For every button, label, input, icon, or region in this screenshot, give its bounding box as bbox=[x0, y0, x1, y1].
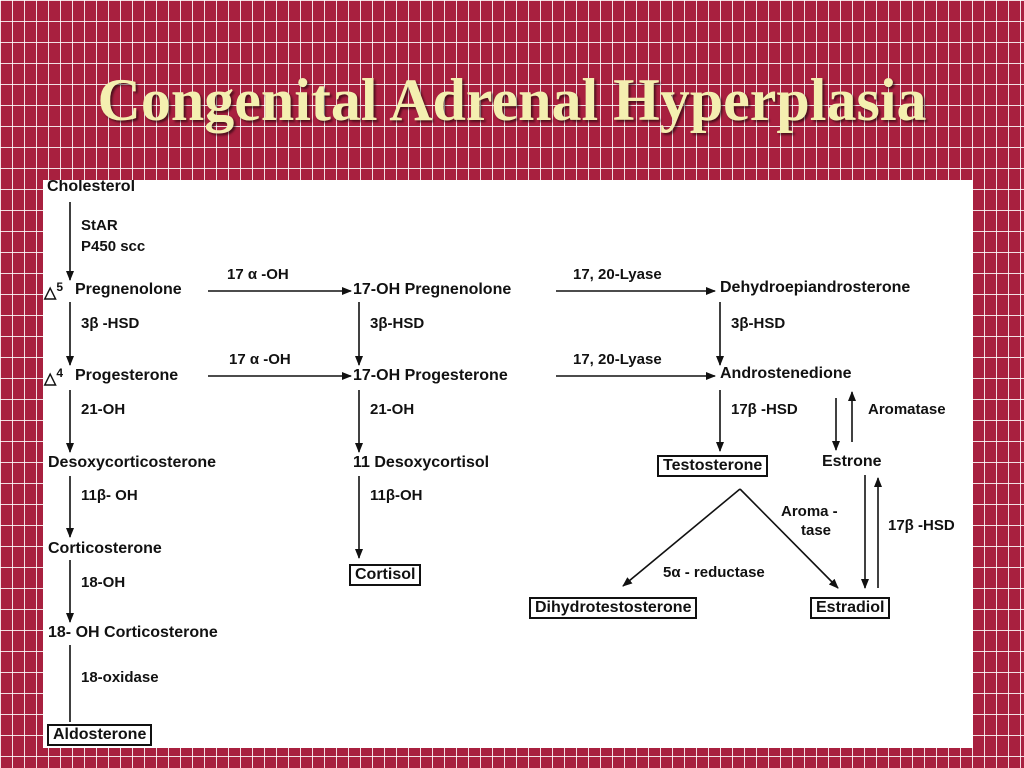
delta4-superscript: 4 bbox=[56, 366, 63, 380]
enzyme-3b-hsd-right: 3β-HSD bbox=[731, 315, 786, 332]
arrow-testosterone-to-estradiol bbox=[739, 488, 839, 589]
compound-18-oh-corticosterone: 18- OH Corticosterone bbox=[48, 624, 218, 641]
enzyme-5a-reductase: 5α - reductase bbox=[663, 564, 765, 581]
delta5-superscript: 5 bbox=[56, 280, 63, 294]
compound-corticosterone: Corticosterone bbox=[48, 540, 162, 557]
compound-progesterone: Progesterone bbox=[75, 367, 179, 384]
enzyme-3b-hsd-left: 3β -HSD bbox=[81, 315, 140, 332]
enzyme-21-oh-left: 21-OH bbox=[81, 401, 126, 418]
enzyme-17-20-lyase-top: 17, 20-Lyase bbox=[573, 266, 662, 283]
enzyme-17-20-lyase-mid: 17, 20-Lyase bbox=[573, 351, 662, 368]
compound-estradiol: Estradiol bbox=[810, 597, 891, 619]
delta4-prefix: △4 bbox=[44, 364, 63, 388]
compound-estrone: Estrone bbox=[822, 453, 882, 470]
enzyme-p450scc: P450 scc bbox=[81, 238, 146, 255]
compound-androstenedione: Androstenedione bbox=[720, 365, 852, 382]
enzyme-aromatase-right: Aromatase bbox=[868, 401, 946, 418]
compound-desoxycorticosterone: Desoxycorticosterone bbox=[48, 454, 217, 471]
enzyme-21-oh-mid: 21-OH bbox=[370, 401, 415, 418]
enzyme-star: StAR bbox=[81, 217, 118, 234]
enzyme-3b-hsd-mid: 3β-HSD bbox=[370, 315, 425, 332]
delta-symbol: △ bbox=[44, 370, 57, 388]
enzyme-17b-hsd-estradiol: 17β -HSD bbox=[888, 517, 955, 534]
arrow-testosterone-to-dihydrotestosterone bbox=[622, 488, 741, 587]
enzyme-aromatase-split-1: Aroma - bbox=[781, 503, 838, 520]
enzyme-17a-oh-mid: 17 α -OH bbox=[229, 351, 291, 368]
enzyme-17a-oh-top: 17 α -OH bbox=[227, 266, 289, 283]
compound-cortisol: Cortisol bbox=[349, 564, 422, 586]
compound-cholesterol: Cholesterol bbox=[47, 180, 136, 195]
slide-title: Congenital Adrenal Hyperplasia bbox=[97, 67, 927, 133]
compound-11-desoxycortisol: 11 Desoxycortisol bbox=[353, 454, 490, 471]
compound-17-oh-progesterone: 17-OH Progesterone bbox=[353, 367, 508, 384]
enzyme-aromatase-split-2: tase bbox=[801, 522, 832, 539]
compound-17-oh-pregnenolone: 17-OH Pregnenolone bbox=[353, 281, 512, 298]
pathway-arrows bbox=[66, 202, 882, 722]
delta-symbol: △ bbox=[44, 284, 57, 302]
enzyme-17b-hsd-right: 17β -HSD bbox=[731, 401, 798, 418]
steroidogenesis-pathway-diagram: Cholesterol StAR P450 scc △5 Pregnenolon… bbox=[43, 180, 973, 748]
compound-aldosterone: Aldosterone bbox=[47, 724, 153, 746]
compound-dihydrotestosterone: Dihydrotestosterone bbox=[529, 597, 698, 619]
compound-testosterone: Testosterone bbox=[657, 455, 769, 477]
enzyme-11b-oh-left: 11β- OH bbox=[81, 487, 138, 504]
compound-pregnenolone: Pregnenolone bbox=[75, 281, 182, 298]
delta5-prefix: △5 bbox=[44, 278, 63, 302]
enzyme-18-oh: 18-OH bbox=[81, 574, 126, 591]
enzyme-11b-oh-mid: 11β-OH bbox=[370, 487, 423, 504]
compound-dehydroepiandrosterone: Dehydroepiandrosterone bbox=[720, 279, 911, 296]
enzyme-18-oxidase: 18-oxidase bbox=[81, 669, 159, 686]
